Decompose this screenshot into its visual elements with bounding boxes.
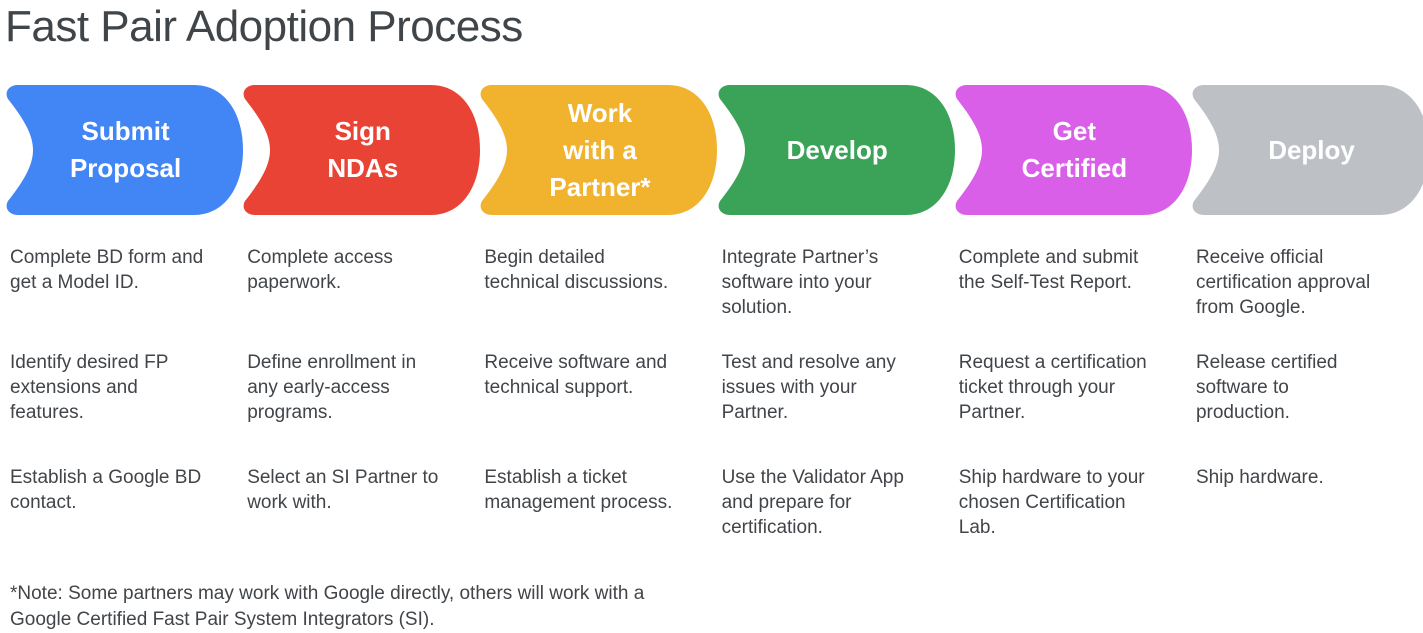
bullet-submit-2: Identify desired FP extensions and featu… <box>10 352 169 423</box>
bullet-certified-2: Request a certification ticket through y… <box>958 352 1147 423</box>
stage-work-with-partner: Work with a Partner* <box>474 85 718 215</box>
bullet-certified-3: Ship hardware to your chosen Certificati… <box>958 467 1145 538</box>
bullet-partner-2: Receive software and technical support. <box>484 352 668 398</box>
stage-label: Get Certified <box>1021 116 1128 183</box>
footnote: *Note: Some partners may work with Googl… <box>10 583 645 630</box>
bullet-certified-1: Complete and submit the Self-Test Report… <box>958 247 1139 293</box>
bullet-ndas-2: Define enrollment in any early-access pr… <box>247 352 417 423</box>
stage-shape-arrow <box>6 85 243 215</box>
stage-develop: Develop <box>712 85 955 215</box>
process-stages-row: Submit Proposal Sign NDAs Work with a Pa… <box>0 85 1423 215</box>
bullet-deploy-2: Release certified software to production… <box>1195 352 1338 423</box>
stage-sign-ndas: Sign NDAs <box>237 85 481 215</box>
stage-deploy: Deploy <box>1186 85 1423 215</box>
page-title: Fast Pair Adoption Process <box>5 2 523 51</box>
stage-label: Work with a Partner* <box>549 97 651 202</box>
bullet-submit-3: Establish a Google BD contact. <box>10 467 202 513</box>
stage-descriptions-grid: Complete BD form and get a Model ID. Com… <box>0 245 1423 540</box>
stage-shape-arrow <box>1192 85 1423 215</box>
stage-shape-arrow <box>955 85 1192 215</box>
bullet-submit-1: Complete BD form and get a Model ID. <box>10 247 204 293</box>
stage-label: Submit Proposal <box>69 116 182 183</box>
bullet-develop-3: Use the Validator App and prepare for ce… <box>721 467 904 538</box>
bullet-deploy-3: Ship hardware. <box>1195 467 1324 488</box>
bullet-ndas-1: Complete access paperwork. <box>247 247 393 293</box>
stage-label: Sign NDAs <box>327 116 399 183</box>
stage-label: Deploy <box>1268 134 1355 165</box>
stage-shape-arrow <box>243 85 481 215</box>
stage-shape-arrow <box>480 85 718 215</box>
stage-submit-proposal: Submit Proposal <box>0 85 243 215</box>
bullet-develop-1: Integrate Partner’s software into your s… <box>721 247 879 318</box>
bullet-partner-3: Establish a ticket management process. <box>484 467 673 513</box>
bullet-ndas-3: Select an SI Partner to work with. <box>247 467 439 513</box>
stage-shape-arrow <box>718 85 955 215</box>
stage-get-certified: Get Certified <box>949 85 1192 215</box>
stage-label: Develop <box>786 134 888 165</box>
bullet-deploy-1: Receive official certification approval … <box>1195 247 1371 318</box>
bullet-develop-2: Test and resolve any issues with your Pa… <box>721 352 896 423</box>
bullet-partner-1: Begin detailed technical discussions. <box>484 247 669 293</box>
